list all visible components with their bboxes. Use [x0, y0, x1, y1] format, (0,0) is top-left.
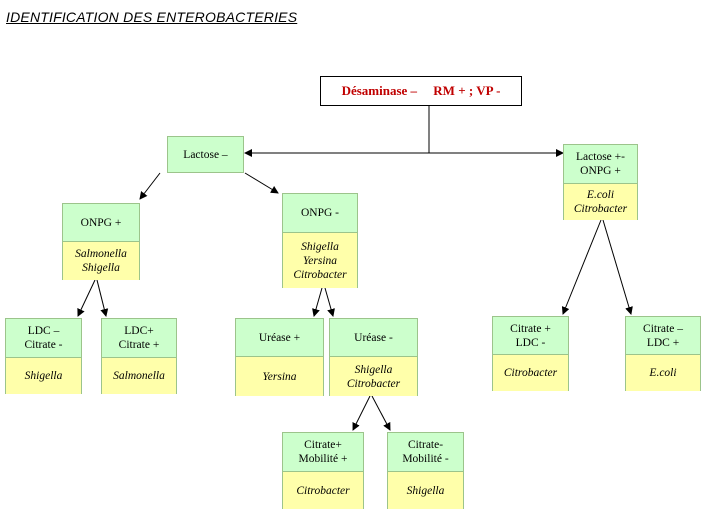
node-result-label: E.coli [626, 355, 700, 391]
node-lactose-negative: Lactose – [167, 136, 244, 173]
edge-onpg-neg-urease-pos [312, 287, 323, 317]
node-test-label: LDC+ Citrate + [102, 319, 176, 358]
node-test-line: Citrate + [118, 339, 160, 351]
edge-urease-neg-citrate-neg [371, 395, 391, 431]
node-result-line: Shigella [354, 363, 393, 376]
node-test-label: LDC – Citrate - [6, 319, 81, 358]
node-result-line: E.coli [586, 189, 615, 201]
node-test-label: Citrate +LDC - [493, 317, 568, 355]
node-result-line: Yersina [262, 370, 297, 383]
node-test-line: LDC+ [124, 325, 154, 337]
node-result-line: Citrobacter [296, 484, 350, 497]
node-result-label: Shigella [388, 472, 463, 509]
node-result-line: E.coli [649, 367, 677, 379]
node-test-line: Citrate - [24, 339, 63, 351]
edge-onpg-neg-urease-neg [324, 287, 335, 317]
page-title: IDENTIFICATION DES ENTEROBACTERIES [6, 9, 298, 25]
node-citrate-neg-mobilite-neg: Citrate- Mobilité - Shigella [387, 432, 464, 509]
node-test-line: ONPG + [80, 216, 122, 229]
node-test-label: ONPG + [63, 204, 139, 242]
node-ldc-pos-citrate-pos: LDC+ Citrate + Salmonella [101, 318, 177, 394]
node-result-line: Citrobacter [503, 367, 558, 379]
node-test-line: Citrate+ [304, 439, 342, 451]
edge-urease-neg-citrate-pos [352, 395, 371, 431]
node-result-line: Citrobacter [293, 268, 347, 281]
node-test-line: Citrate- [407, 439, 444, 451]
edge-lactose-onpg-neg [244, 172, 279, 194]
edge-lactose-onpg-pos [139, 172, 161, 200]
node-citrate-pos-ldc-neg: Citrate +LDC - Citrobacter [492, 316, 569, 391]
node-test-label: ONPG - [283, 194, 357, 233]
edge-lactose-pm-citrate-neg [602, 219, 633, 315]
node-result-line: Yersina [302, 254, 338, 267]
node-test-label: Citrate- Mobilité - [388, 433, 463, 472]
node-citrate-neg-ldc-pos: Citrate –LDC + E.coli [625, 316, 701, 391]
node-test-line: ONPG + [580, 165, 621, 177]
node-result-line: Salmonella [113, 370, 165, 382]
node-test-line: LDC – [27, 325, 60, 337]
edge-lactose-pm-citrate-pos [561, 219, 602, 315]
node-result-label: Salmonella [102, 358, 176, 394]
edge-onpg-pos-ldc-neg [77, 279, 96, 317]
node-test-line: LDC - [515, 336, 546, 349]
node-test-line: Uréase + [258, 331, 301, 344]
node-result-label: Shigella [6, 358, 81, 394]
root-node-desaminase: Désaminase – RM + ; VP - [320, 76, 522, 106]
node-result-line: Citrobacter [346, 377, 401, 390]
node-result-line: Shigella [301, 240, 339, 253]
node-test-label: Citrate+ Mobilité + [283, 433, 363, 472]
node-test-line: ONPG - [300, 207, 339, 219]
node-result-line: Shigella [82, 262, 120, 274]
node-test-label: Uréase - [330, 319, 417, 357]
node-test-line: Citrate + [510, 322, 551, 335]
node-test-label: Uréase + [236, 319, 323, 357]
node-test-line: LDC + [646, 336, 680, 349]
node-result-line: Shigella [406, 484, 445, 497]
node-result-label: Citrobacter [283, 472, 363, 509]
edge-onpg-pos-ldc-pos [96, 279, 109, 317]
node-test-label: Citrate –LDC + [626, 317, 700, 355]
node-urease-positive: Uréase + Yersina [235, 318, 324, 396]
node-test-line: Lactose +- [576, 151, 625, 163]
node-ldc-neg-citrate-neg: LDC – Citrate - Shigella [5, 318, 82, 394]
node-result-label: Citrobacter [493, 355, 568, 391]
node-result-line: Citrobacter [573, 203, 628, 215]
node-test-line: Citrate – [643, 322, 683, 335]
node-result-line: Shigella [24, 370, 63, 382]
node-test-line: Mobilité - [402, 453, 449, 465]
node-result-line: Salmonella [75, 248, 127, 260]
node-test-label: Lactose +- ONPG + [564, 145, 637, 184]
node-test-line: Uréase - [354, 331, 393, 344]
node-result-label: Yersina [236, 357, 323, 396]
node-test-line: Mobilité + [298, 453, 348, 465]
node-citrate-pos-mobilite-pos: Citrate+ Mobilité + Citrobacter [282, 432, 364, 509]
